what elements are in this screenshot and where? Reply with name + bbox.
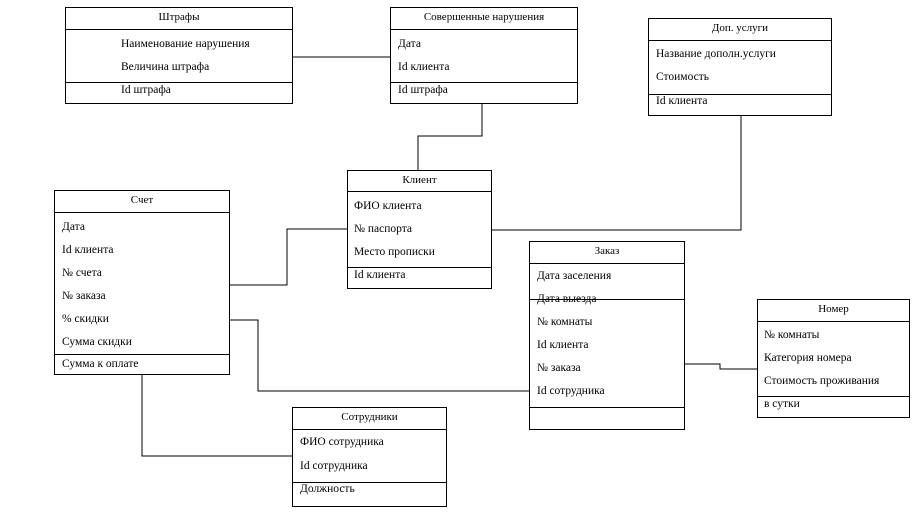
attribute: № заказа [62, 290, 106, 302]
attribute: в сутки [764, 398, 800, 410]
attribute: Название дополн.услуги [656, 48, 776, 60]
attribute-key: Id клиента [656, 95, 708, 107]
attribute-key: Id клиента [354, 269, 406, 281]
entity-sovershennye-narusheniya: Совершенные нарушения Дата Id клиента Id… [390, 7, 578, 104]
entity-title: Счет [130, 194, 154, 206]
attribute: Дата [62, 221, 85, 233]
attribute: № комнаты [764, 329, 820, 341]
attribute: Стоимость [656, 71, 709, 83]
entity-zakaz: Заказ Дата заселения Дата выезда № комна… [529, 241, 685, 430]
attribute: Стоимость проживания [764, 375, 880, 387]
link-uslugi-klient [492, 116, 742, 231]
entity-title: Клиент [402, 174, 437, 186]
link-klient-schet [230, 228, 347, 286]
attribute: Дата заселения [537, 270, 612, 282]
entity-title: Сотрудники [341, 411, 398, 423]
attribute: Id клиента [398, 61, 450, 73]
attribute: Категория номера [764, 352, 852, 364]
entity-title: Номер [818, 303, 849, 315]
attribute: ФИО сотрудника [300, 436, 384, 448]
entity-schet: Счет Дата Id клиента № счета № заказа % … [54, 190, 230, 375]
entity-title: Совершенные нарушения [423, 11, 545, 23]
entity-klient: Клиент ФИО клиента № паспорта Место проп… [347, 170, 492, 289]
attribute: Место прописки [354, 246, 435, 258]
attribute: Id клиента [537, 339, 589, 351]
attribute-key: Id штрафа [398, 84, 448, 96]
entity-sotrudniki: Сотрудники ФИО сотрудника Id сотрудника … [292, 407, 447, 507]
attribute: Id сотрудника [300, 460, 368, 472]
entity-dop-uslugi: Доп. услуги Название дополн.услуги Стоим… [648, 18, 832, 116]
link-schet-sotrudniki [141, 375, 292, 457]
attribute: Сумма к оплате [62, 358, 139, 370]
attribute: % скидки [62, 313, 109, 325]
attribute: № счета [62, 267, 102, 279]
attribute: № паспорта [354, 223, 412, 235]
entity-title: Штрафы [158, 11, 200, 23]
link-zakaz-nomer [685, 363, 757, 370]
attribute: ФИО клиента [354, 200, 422, 212]
entity-nomer: Номер № комнаты Категория номера Стоимос… [757, 299, 910, 418]
attribute: Величина штрафа [121, 61, 210, 73]
entity-title: Заказ [594, 245, 620, 257]
attribute: № комнаты [537, 316, 593, 328]
entity-title: Доп. услуги [711, 22, 769, 34]
attribute: Дата выезда [537, 293, 597, 305]
attribute: Id сотрудника [537, 385, 605, 397]
attribute: Сумма скидки [62, 336, 132, 348]
attribute: Id клиента [62, 244, 114, 256]
attribute: № заказа [537, 362, 581, 374]
attribute: Наименование нарушения [121, 38, 250, 50]
entity-shtrafy: Штрафы Наименование нарушения Величина ш… [65, 7, 293, 104]
attribute: Должность [300, 483, 355, 495]
attribute-key: Id штрафа [121, 84, 171, 96]
link-narusheniya-klient [417, 103, 483, 170]
link-schet-zakaz [230, 319, 529, 392]
attribute: Дата [398, 38, 421, 50]
